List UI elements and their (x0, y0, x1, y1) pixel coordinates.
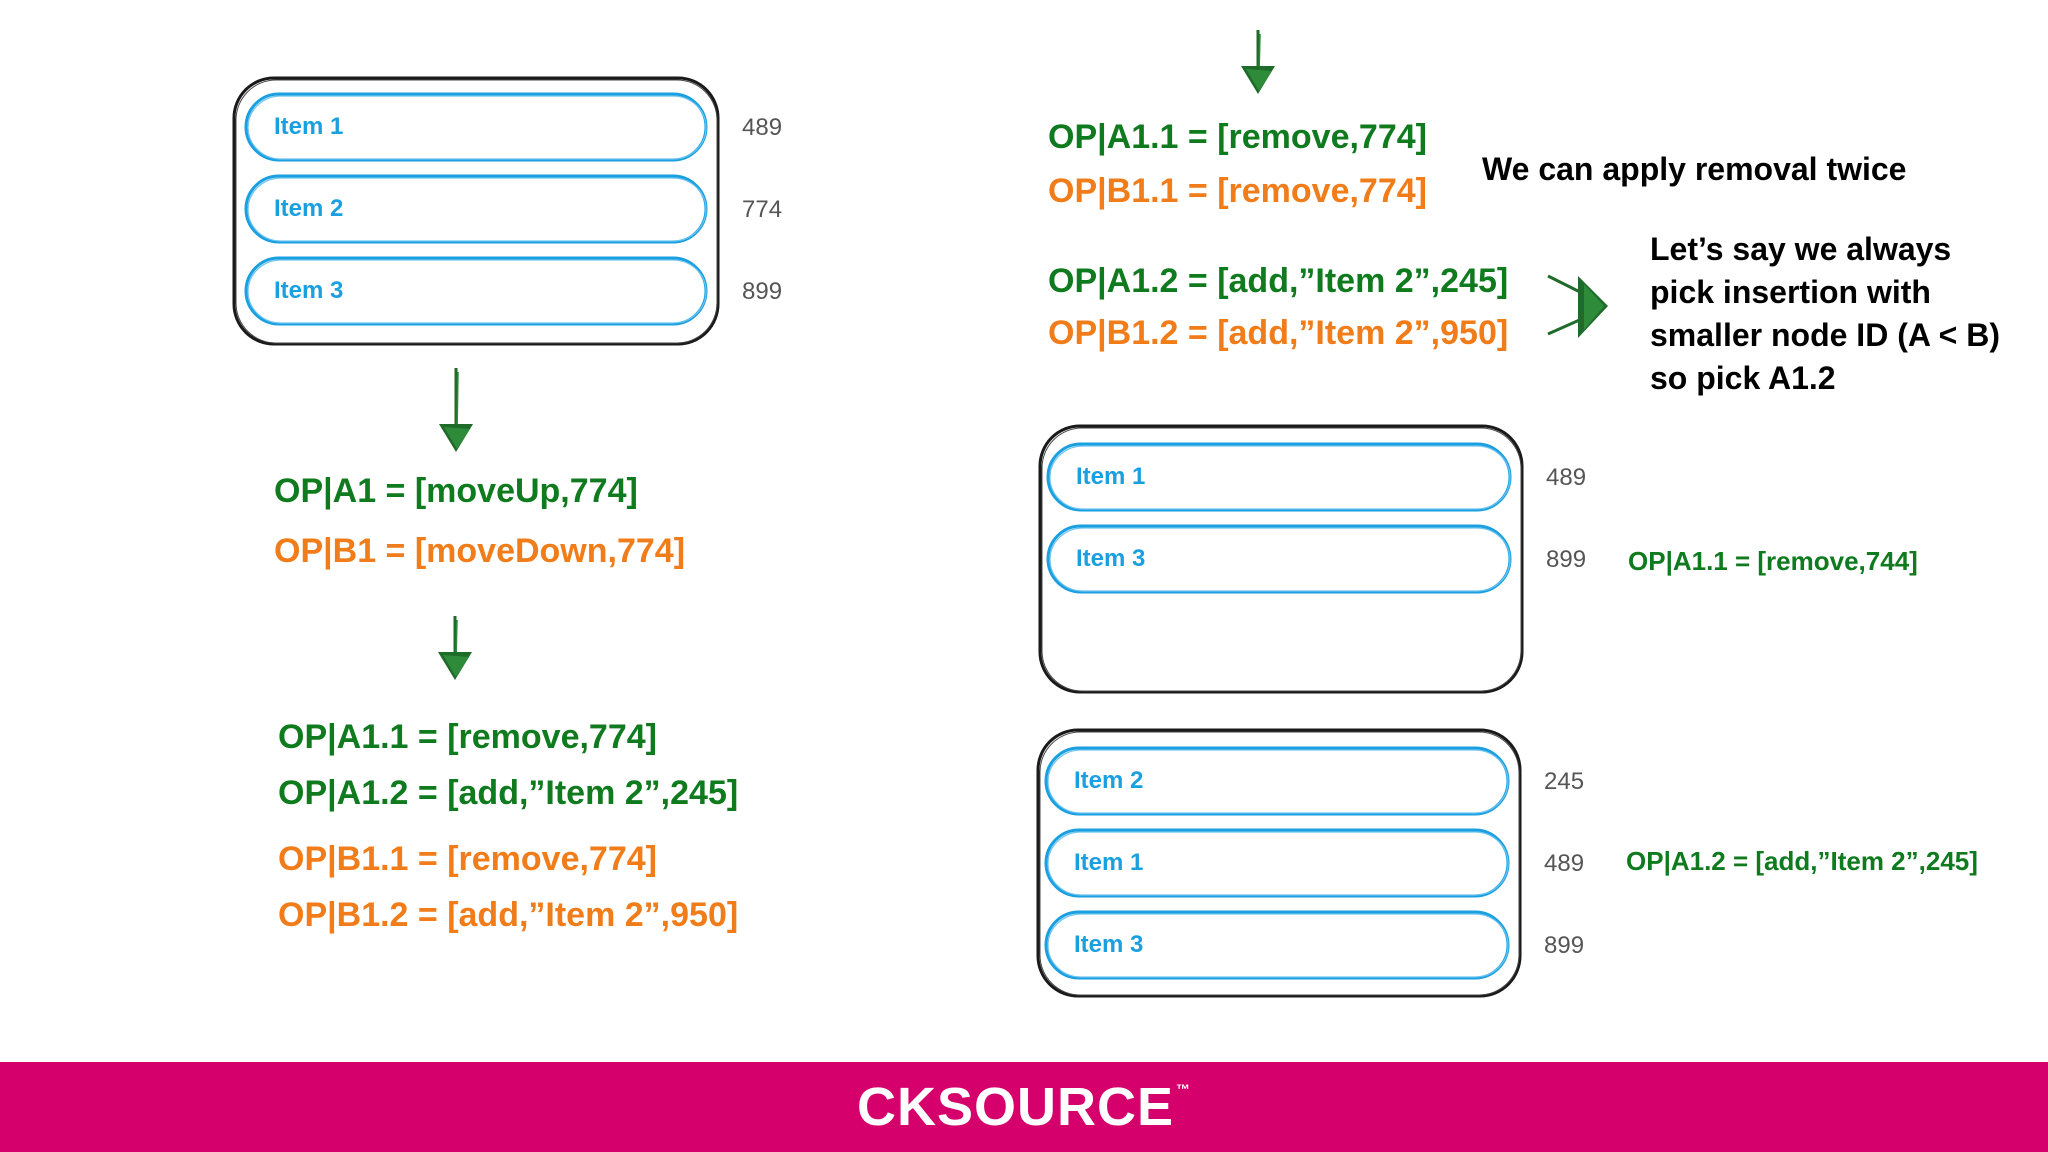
list-item-id: 489 (1544, 850, 1585, 877)
note-pick-insertion: Let’s say we always pick insertion with … (1650, 231, 2000, 396)
right-op-a1-2-add: OP|A1.2 = [add,”Item 2”,245] (1048, 262, 1509, 300)
list-row-outline-sketch (1047, 913, 1509, 978)
list-row-outline-sketch (1047, 749, 1509, 814)
right-op-b1-1-remove: OP|B1.1 = [remove,774] (1048, 172, 1427, 210)
merge-arrow (1547, 274, 1608, 338)
diagram-graphics (232, 30, 1608, 998)
list-item-id: 899 (1544, 932, 1585, 959)
side-op-remove: OP|A1.1 = [remove,744] (1628, 546, 1918, 576)
list-item-label: Item 1 (1076, 463, 1146, 490)
list-item-label: Item 2 (1074, 767, 1144, 794)
list-item-label: Item 3 (274, 277, 344, 304)
down-arrow-2 (438, 616, 472, 680)
right-op-a1-1-remove: OP|A1.1 = [remove,774] (1048, 118, 1427, 156)
logo-text: CKSOURCE (856, 1077, 1175, 1137)
after_add-frame-sketch (1039, 731, 1520, 996)
list-row-outline-sketch (1049, 445, 1511, 510)
initial-frame (232, 76, 720, 346)
list-item-id: 245 (1544, 768, 1585, 795)
list-item-label: Item 3 (1076, 545, 1146, 572)
logo-trademark: ™ (1176, 1081, 1192, 1097)
list-row-outline-sketch (247, 259, 707, 324)
down-arrow-3 (1241, 30, 1275, 94)
list-item-label: Item 1 (274, 113, 344, 140)
list-row-outline-sketch (247, 95, 707, 160)
after_removal-frame-sketch (1041, 427, 1522, 692)
list-item-id: 899 (742, 278, 783, 305)
op-b1-2-add: OP|B1.2 = [add,”Item 2”,950] (278, 896, 739, 934)
op-a1-1-remove: OP|A1.1 = [remove,774] (278, 718, 657, 756)
list-row-outline-sketch (1047, 831, 1509, 896)
after_add-frame (1036, 728, 1522, 998)
op-b1-1-remove: OP|B1.1 = [remove,774] (278, 840, 657, 878)
list-item-id: 774 (742, 196, 783, 223)
list-row-outline-sketch (247, 177, 707, 242)
list-item-label: Item 2 (274, 195, 344, 222)
initial-frame-sketch (235, 79, 718, 344)
op-a1-2-add: OP|A1.2 = [add,”Item 2”,245] (278, 774, 739, 812)
list-item-label: Item 1 (1074, 849, 1144, 876)
list-item-label: Item 3 (1074, 931, 1144, 958)
down-arrow-1 (439, 368, 473, 452)
op-b1-movedown: OP|B1 = [moveDown,774] (274, 532, 686, 570)
list-item-id: 489 (1546, 464, 1587, 491)
op-a1-moveup: OP|A1 = [moveUp,774] (274, 472, 638, 510)
side-op-add: OP|A1.2 = [add,”Item 2”,245] (1626, 846, 1978, 876)
cksource-logo: CKSOURCE ™ (857, 1077, 1191, 1137)
right-op-b1-2-add: OP|B1.2 = [add,”Item 2”,950] (1048, 314, 1509, 352)
list-row-outline-sketch (1049, 527, 1511, 592)
footer-bar: CKSOURCE ™ (0, 1062, 2048, 1152)
list-item-id: 899 (1546, 546, 1587, 573)
note-removal-twice: We can apply removal twice (1482, 151, 1907, 187)
after_removal-frame (1038, 424, 1524, 694)
list-item-id: 489 (742, 114, 783, 141)
